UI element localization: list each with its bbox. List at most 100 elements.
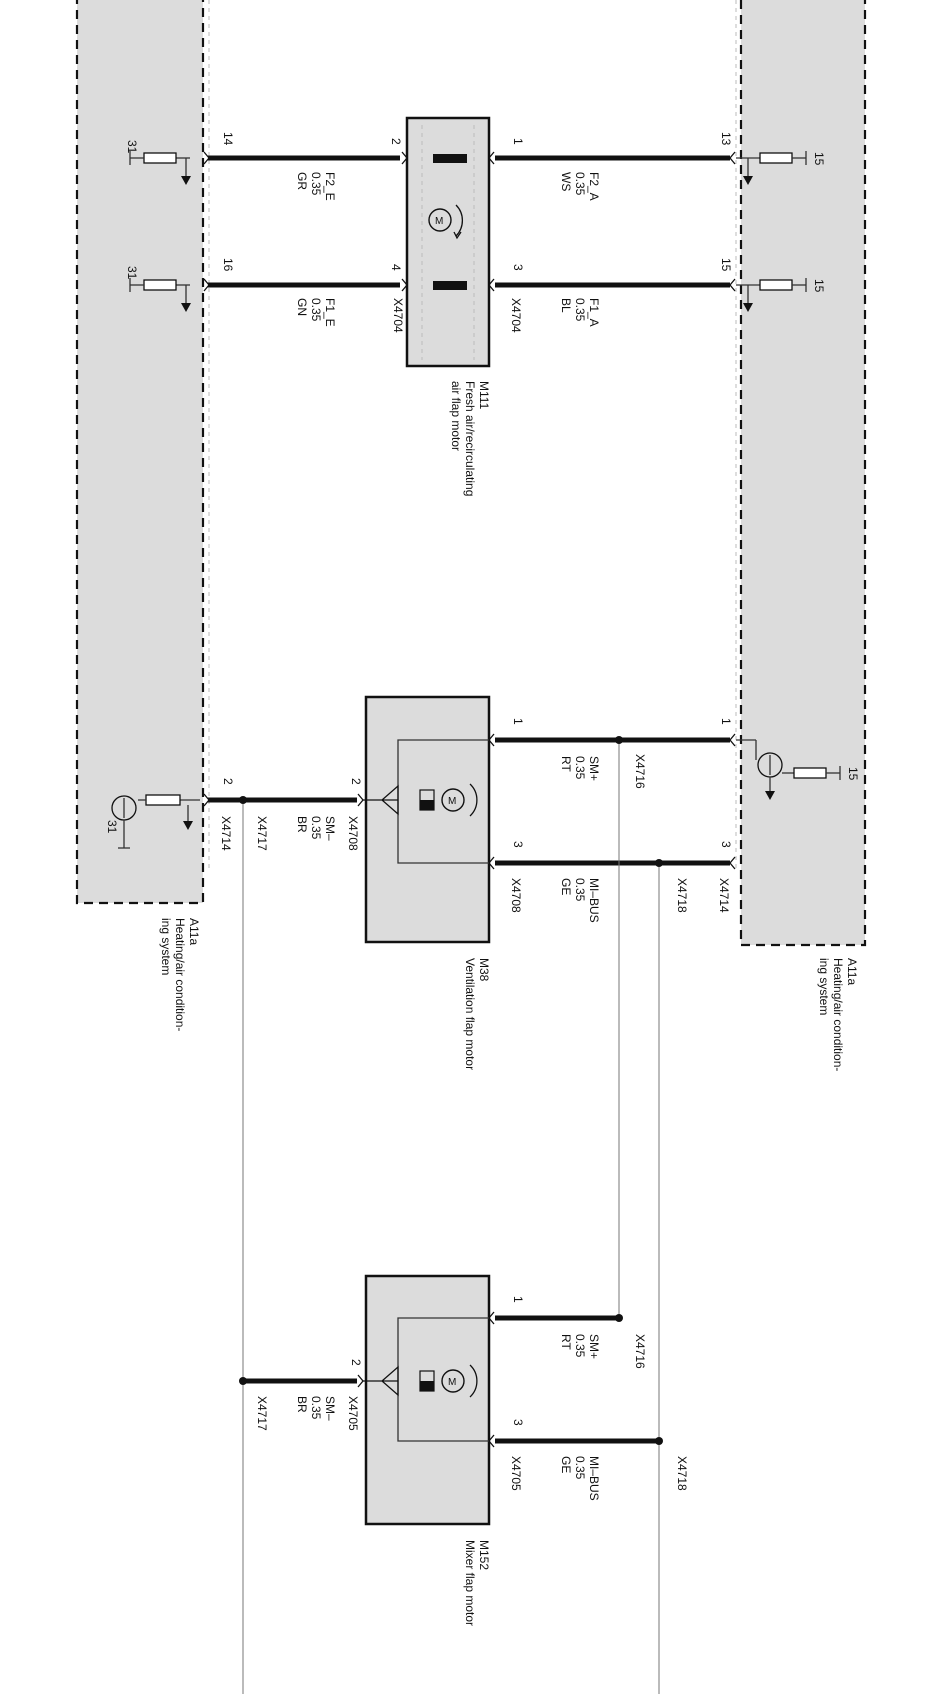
svg-text:RT: RT: [559, 1334, 573, 1350]
module-right-desc-2: ing system: [817, 958, 831, 1015]
svg-text:F2_E: F2_E: [323, 172, 337, 201]
module-connector-x4714-right: X4714: [717, 878, 731, 913]
m111-caption: M111 Fresh air/recirculating air flap mo…: [449, 381, 491, 496]
svg-text:SM+: SM+: [587, 756, 601, 781]
m152-wire-label-mi-bus: MI–BUS 0.35 GE: [559, 1456, 601, 1501]
splice-dot-x4716-top: [615, 736, 623, 744]
module-box-right: [739, 0, 867, 947]
right-transistor-symbol: 15: [736, 739, 860, 800]
svg-text:0.35: 0.35: [573, 298, 587, 322]
splice-dot-x4718-top: [655, 859, 663, 867]
supply-15-label-2: 15: [812, 279, 826, 293]
module-left-id: A11a: [187, 918, 201, 945]
m152-connector-label-left: X4705: [346, 1396, 360, 1431]
module-right-id: A11a: [845, 958, 859, 985]
m38-wire-label-sm-plus: SM+ 0.35 RT: [559, 756, 601, 781]
m111-pin-2: 2: [389, 138, 403, 145]
svg-text:0.35: 0.35: [309, 298, 323, 322]
m111-winding-1: [433, 154, 467, 163]
splice-x4716-label-2: X4716: [633, 1334, 647, 1369]
svg-text:MI–BUS: MI–BUS: [587, 1456, 601, 1501]
svg-text:0.35: 0.35: [573, 1334, 587, 1358]
splice-x4718-label-1: X4718: [675, 878, 689, 913]
m111-pin-4: 4: [389, 264, 403, 271]
svg-text:BL: BL: [559, 298, 573, 313]
splice-x4717-label-1: X4717: [255, 816, 269, 851]
supply-15-label-1: 15: [812, 152, 826, 166]
m152-id: M152: [477, 1540, 491, 1570]
m111-motor-symbol: M: [428, 204, 463, 240]
module-right-desc-1: Heating/air condition-: [831, 958, 845, 1071]
m152-connector-label-right: X4705: [509, 1456, 523, 1491]
m152-pin-3: 3: [511, 1419, 525, 1426]
m111-connector-label-left: X4704: [391, 298, 405, 333]
m111-pin-3: 3: [511, 264, 525, 271]
m152-driver-symbol: [363, 1365, 399, 1397]
right-supply-circuit-1: 15: [736, 151, 826, 185]
svg-text:GE: GE: [559, 878, 573, 895]
splice-x4717-label-2: X4717: [255, 1396, 269, 1431]
m152-motor-m-glyph: M: [448, 1377, 456, 1388]
left-ground-label-1: 31: [125, 140, 139, 154]
m152-pin-1: 1: [511, 1296, 525, 1303]
left-ground-label-2: 31: [125, 266, 139, 280]
supply-15-label-3: 15: [846, 767, 860, 781]
m111-motor-m-glyph: M: [435, 216, 443, 227]
ground-31-label-2: 31: [125, 266, 139, 280]
m38-motor-m-glyph: M: [448, 796, 456, 807]
m111-wire-label-f1a: F1_A 0.35 BL: [559, 298, 601, 327]
module-pin-16: 16: [221, 258, 235, 272]
svg-text:0.35: 0.35: [573, 1456, 587, 1480]
m111-wire-label-f2a: F2_A 0.35 WS: [559, 172, 601, 201]
splice-dot-x4717-bottom: [239, 1377, 247, 1385]
module-pin-2: 2: [221, 778, 235, 785]
svg-text:F1_A: F1_A: [587, 298, 601, 327]
svg-text:0.35: 0.35: [309, 172, 323, 196]
m152-motor-box: [364, 1274, 491, 1526]
svg-text:BR: BR: [295, 1396, 309, 1413]
svg-text:WS: WS: [559, 172, 573, 191]
module-pin-1: 1: [719, 718, 733, 725]
svg-text:0.35: 0.35: [309, 1396, 323, 1420]
m152-desc: Mixer flap motor: [463, 1540, 477, 1626]
svg-text:BR: BR: [295, 816, 309, 833]
m152-caption: M152 Mixer flap motor: [463, 1540, 491, 1626]
svg-text:0.35: 0.35: [573, 756, 587, 780]
left-transistor-symbol: 31: [105, 794, 200, 849]
splice-x4716-label-1: X4716: [633, 754, 647, 789]
m38-pin-1: 1: [511, 718, 525, 725]
right-supply-circuit-2: 15: [736, 278, 826, 312]
svg-text:0.35: 0.35: [573, 878, 587, 902]
m111-connector-label-right: X4704: [509, 298, 523, 333]
splice-dot-x4718-bottom: [655, 1437, 663, 1445]
module-left-caption: A11a Heating/air condition- ing system: [159, 918, 201, 1031]
m38-id: M38: [477, 958, 491, 982]
module-pin-3: 3: [719, 841, 733, 848]
svg-text:GE: GE: [559, 1456, 573, 1473]
svg-text:MI–BUS: MI–BUS: [587, 878, 601, 923]
m152-motor-symbol: M: [419, 1364, 478, 1398]
m152-pin-2: 2: [349, 1359, 363, 1366]
svg-text:F2_A: F2_A: [587, 172, 601, 201]
m38-caption: M38 Ventilation flap motor: [463, 958, 491, 1070]
m38-driver-symbol: [363, 784, 399, 816]
svg-text:SM+: SM+: [587, 1334, 601, 1359]
m38-wire-label-mi-bus: MI–BUS 0.35 GE: [559, 878, 601, 923]
m111-id: M111: [477, 381, 491, 410]
m111-wire-label-f1e: F1_E 0.35 GN: [295, 298, 337, 327]
m111-winding-2: [433, 281, 467, 290]
m38-connector-label-left: X4708: [346, 816, 360, 851]
m111-desc-line-2: air flap motor: [449, 381, 463, 451]
m38-wire-label-sm-minus: SM– 0.35 BR: [295, 816, 337, 841]
splice-dot-x4717-top: [239, 796, 247, 804]
m152-wire-label-sm-minus: SM– 0.35 BR: [295, 1396, 337, 1421]
m152-wire-label-sm-plus: SM+ 0.35 RT: [559, 1334, 601, 1359]
svg-text:SM–: SM–: [323, 1396, 337, 1421]
module-right-caption: A11a Heating/air condition- ing system: [817, 958, 859, 1071]
svg-text:F1_E: F1_E: [323, 298, 337, 327]
svg-text:SM–: SM–: [323, 816, 337, 841]
left-ground-circuit-2: [129, 278, 191, 312]
splice-x4718-label-2: X4718: [675, 1456, 689, 1491]
m111-pin-1: 1: [511, 138, 525, 145]
